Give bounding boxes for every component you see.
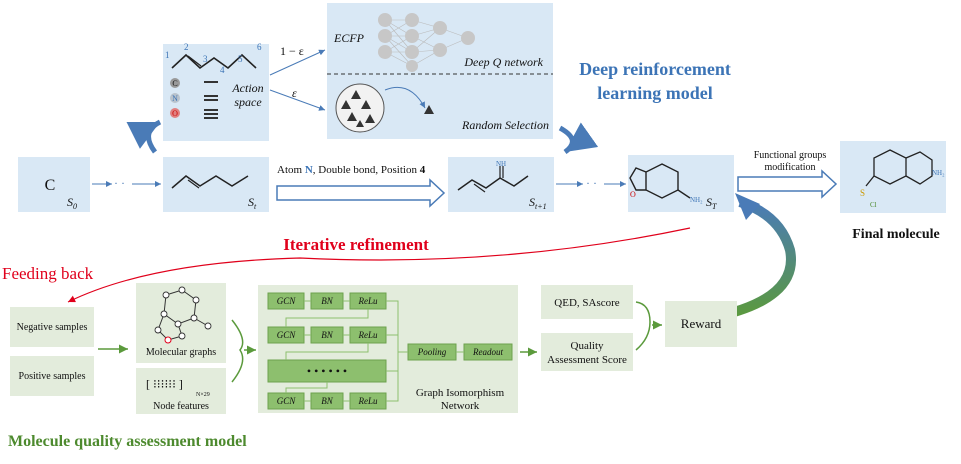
policy-box: ECFP Deep Q network Random	[327, 3, 553, 139]
random-selection-icon	[335, 83, 434, 133]
s-label: S	[860, 188, 865, 198]
gcn-2: GCN	[277, 330, 297, 340]
relu-3: ReLu	[358, 396, 378, 406]
fg-label-1: Functional groups	[754, 150, 827, 161]
prob-explore: ε	[292, 86, 297, 100]
feeding-back-arrow	[67, 227, 691, 303]
neural-network-icon	[378, 13, 475, 72]
state-st: St	[163, 157, 269, 212]
loop-arrow-left	[126, 119, 162, 154]
molecular-graphs-box: Molecular graphs	[136, 283, 226, 363]
chain-number: 5	[238, 54, 243, 64]
dots-1: · ·	[114, 176, 125, 190]
gcn-3: GCN	[277, 396, 297, 406]
negative-samples: Negative samples	[17, 322, 88, 333]
chain-number: 4	[220, 65, 225, 75]
chain-number: 1	[165, 50, 170, 60]
molecular-graphs-label: Molecular graphs	[146, 347, 216, 358]
layer-dots: • • • • • •	[307, 364, 347, 378]
explore-arrow	[269, 89, 326, 111]
action-space-box: 1 2 3 4 5 6 C N O Action space	[163, 42, 269, 141]
ecfp-label: ECFP	[333, 31, 365, 45]
action-hollow-arrow	[276, 178, 446, 208]
sT-label: ST	[706, 195, 717, 211]
final-molecule-box: S Cl NH₂	[840, 141, 946, 213]
positive-samples: Positive samples	[19, 371, 86, 382]
reward-feedback-arrowhead	[735, 193, 760, 220]
st1-label: St+1	[529, 195, 547, 211]
nh2-label-final: NH₂	[932, 169, 945, 177]
chain-numbers: 1 2 3 4 5 6	[165, 42, 262, 75]
chain-number: 2	[184, 42, 189, 52]
state-st1: NH St+1	[448, 157, 554, 212]
gin-box: GCN BN ReLu GCN BN ReLu • • • • • • GCN …	[258, 285, 518, 413]
relu-2: ReLu	[358, 330, 378, 340]
nh-label: NH	[496, 160, 506, 168]
o-label: O	[630, 190, 636, 199]
action-space-label-1: Action	[231, 81, 263, 95]
cl-label: Cl	[870, 201, 877, 209]
bn-1: BN	[321, 296, 333, 306]
nitrogen-atom-icon	[170, 93, 180, 103]
matrix-size: N×29	[196, 392, 210, 398]
drl-title-1: Deep reinforcement	[579, 59, 731, 79]
atom-c: C	[172, 79, 177, 88]
drl-title-2: learning model	[597, 83, 713, 103]
s0-atom: C	[45, 177, 56, 194]
nh2-label: NH₂	[690, 196, 703, 204]
atom-list: C N O	[170, 78, 180, 118]
quality-label-1: Quality	[571, 340, 604, 352]
bn-2: BN	[321, 330, 333, 340]
bond-types	[204, 81, 218, 119]
deep-q-label: Deep Q network	[463, 55, 543, 69]
gin-label-1: Graph Isomorphism	[416, 387, 505, 399]
reward-label: Reward	[681, 316, 722, 331]
state-sT: O NH₂ ST	[628, 155, 734, 212]
action-space-label-2: space	[234, 95, 262, 109]
reward-box: Reward	[665, 301, 737, 347]
bracket-arrow	[231, 319, 244, 383]
chain-number: 6	[257, 42, 262, 52]
random-selection-label: Random Selection	[461, 118, 549, 132]
prob-exploit: 1 − ε	[280, 44, 304, 58]
carbon-atom-icon	[170, 78, 180, 88]
s0-label: S0	[67, 195, 77, 211]
loop-arrow-right	[558, 122, 599, 155]
reward-feedback-arrow	[709, 197, 796, 323]
quality-label-2: Assessment Score	[547, 354, 627, 366]
node-features-box: [ ⁝⁝⁝⁝⁝⁝ ] N×29 Node features	[136, 368, 226, 414]
assessment-title: Molecule quality assessment model	[8, 433, 247, 450]
st-label: St	[248, 195, 257, 211]
gin-label-2: Network	[441, 400, 480, 412]
atom-n: N	[172, 94, 178, 103]
oxygen-atom-icon	[170, 108, 180, 118]
relu-1: ReLu	[358, 296, 378, 306]
chain-number: 3	[203, 54, 208, 64]
dots-2: · ·	[586, 176, 597, 190]
pooling: Pooling	[417, 347, 447, 357]
feeding-back-label: Feeding back	[2, 264, 94, 283]
fg-label-2: modification	[764, 162, 815, 173]
fg-hollow-arrow	[737, 169, 838, 199]
sample-boxes: Negative samples Positive samples	[10, 307, 94, 396]
atom-o: O	[172, 109, 178, 118]
node-features-label: Node features	[153, 401, 209, 412]
qed-label: QED, SAscore	[554, 297, 619, 309]
score-boxes: QED, SAscore Quality Assessment Score	[541, 285, 633, 371]
readout: Readout	[472, 347, 503, 357]
iterative-label: Iterative refinement	[283, 235, 429, 254]
gcn-1: GCN	[277, 296, 297, 306]
final-molecule-label: Final molecule	[852, 227, 940, 242]
action-description: Atom N, Double bond, Position 4	[277, 164, 426, 176]
matrix-icon: [ ⁝⁝⁝⁝⁝⁝ ]	[146, 377, 183, 391]
state-s0: C S0	[18, 157, 90, 212]
exploit-arrow	[269, 49, 326, 76]
bn-3: BN	[321, 396, 333, 406]
